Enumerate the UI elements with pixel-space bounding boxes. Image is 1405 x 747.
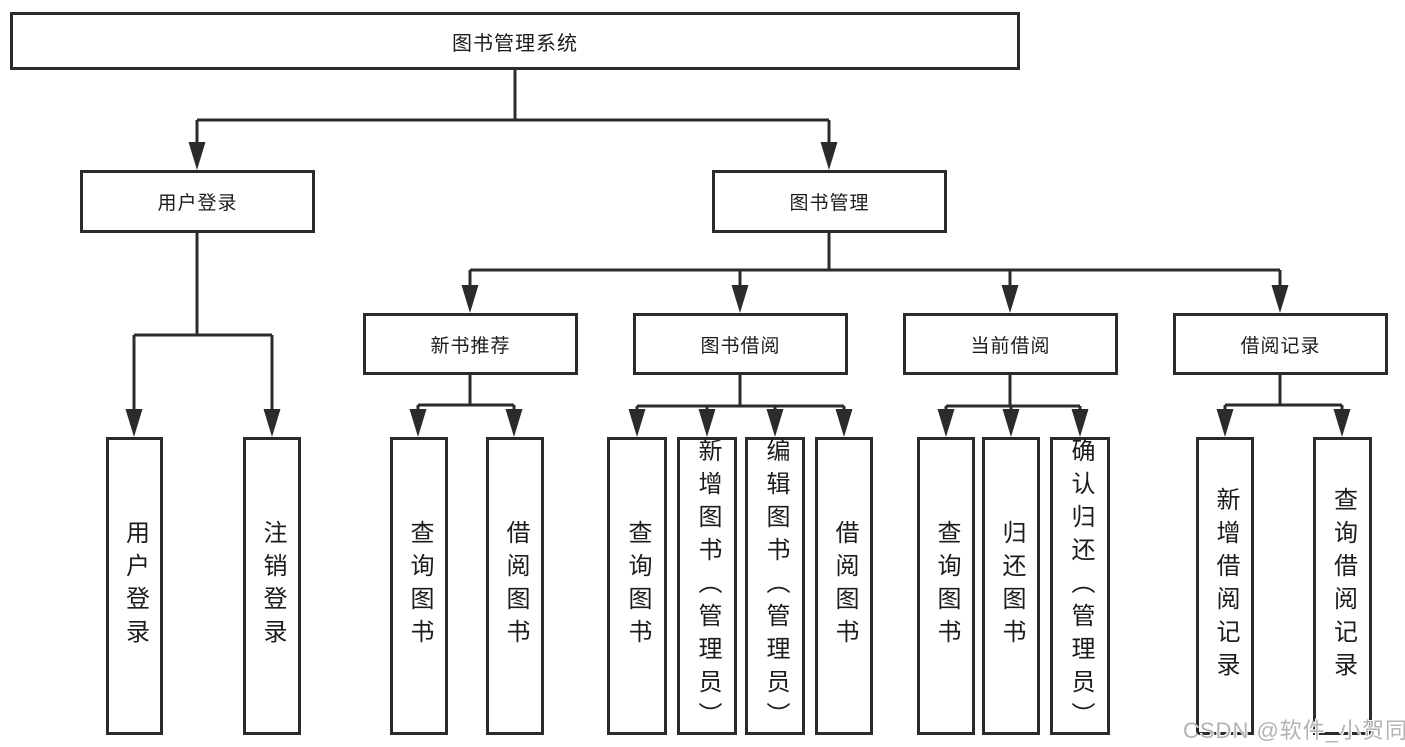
- node-label: 编辑图书（管理员）: [762, 437, 789, 735]
- node-label: 新增借阅记录: [1212, 487, 1239, 685]
- node-label: 查询图书: [406, 520, 433, 652]
- node-label: 归还图书: [998, 520, 1025, 652]
- node-label: 图书借阅: [700, 335, 781, 357]
- arrow-icon: [937, 409, 955, 437]
- connector-records-leaves: [1223, 375, 1344, 411]
- node-label: 用户登录: [121, 520, 149, 652]
- leaf-logout: 注销登录: [243, 437, 301, 735]
- connector-userlogin-leaves: [132, 233, 274, 411]
- leaf-return-books: 归还图书: [982, 437, 1040, 735]
- connector-newbook-leaves: [416, 375, 516, 411]
- arrowheads: [125, 142, 1351, 437]
- arrow-icon: [125, 409, 143, 437]
- leaf-borrow-books-recommend: 借阅图书: [486, 437, 544, 735]
- node-label: 用户登录: [157, 193, 238, 214]
- leaf-user-login: 用户登录: [106, 437, 163, 735]
- leaf-add-borrow-record: 新增借阅记录: [1196, 437, 1254, 735]
- leaf-confirm-return-admin: 确认归还（管理员）: [1050, 437, 1110, 735]
- connector-bookmgmt-level3: [468, 233, 1282, 287]
- arrow-icon: [1271, 285, 1289, 313]
- node-new-book-recommendation: 新书推荐: [363, 313, 578, 375]
- node-label: 图书管理: [789, 193, 870, 214]
- node-library-management-system: 图书管理系统: [10, 12, 1020, 70]
- leaf-edit-books-admin: 编辑图书（管理员）: [745, 437, 805, 735]
- arrow-icon: [698, 409, 716, 437]
- arrow-icon: [835, 409, 853, 437]
- leaf-query-books-borrowing: 查询图书: [607, 437, 667, 735]
- connector-root-level2: [195, 70, 831, 144]
- arrow-icon: [1071, 409, 1089, 437]
- arrow-icon: [766, 409, 784, 437]
- node-label: 借阅图书: [831, 520, 858, 652]
- node-label: 查询图书: [624, 520, 651, 652]
- leaf-query-borrow-record: 查询借阅记录: [1313, 437, 1372, 735]
- csdn-watermark: CSDN @软件_小贺同学: [1183, 718, 1405, 743]
- node-label: 注销登录: [259, 520, 286, 652]
- arrow-icon: [1002, 409, 1020, 437]
- node-current-borrowing: 当前借阅: [903, 313, 1118, 375]
- arrow-icon: [409, 409, 427, 437]
- arrow-icon: [461, 285, 479, 313]
- node-user-login: 用户登录: [80, 170, 315, 233]
- arrow-icon: [188, 142, 206, 170]
- node-label: 当前借阅: [970, 335, 1051, 357]
- arrow-icon: [505, 409, 523, 437]
- connector-current-leaves: [944, 375, 1082, 411]
- connector-borrowing-leaves: [635, 375, 846, 411]
- arrow-icon: [731, 285, 749, 313]
- leaf-query-books-current: 查询图书: [917, 437, 975, 735]
- leaf-add-books-admin: 新增图书（管理员）: [677, 437, 737, 735]
- node-label: 借阅图书: [502, 520, 529, 652]
- arrow-icon: [1333, 409, 1351, 437]
- node-label: 图书管理系统: [452, 32, 578, 55]
- node-book-borrowing: 图书借阅: [633, 313, 848, 375]
- arrow-icon: [628, 409, 646, 437]
- node-label: 查询借阅记录: [1329, 487, 1357, 685]
- node-book-management: 图书管理: [712, 170, 947, 233]
- arrow-icon: [1001, 285, 1019, 313]
- arrow-icon: [1216, 409, 1234, 437]
- node-label: 新书推荐: [430, 335, 511, 357]
- arrow-icon: [820, 142, 838, 170]
- arrow-icon: [263, 409, 281, 437]
- leaf-borrow-books: 借阅图书: [815, 437, 873, 735]
- leaf-query-books-recommend: 查询图书: [390, 437, 448, 735]
- node-label: 确认归还（管理员）: [1067, 437, 1094, 735]
- node-label: 借阅记录: [1240, 335, 1321, 357]
- node-label: 新增图书（管理员）: [694, 437, 721, 735]
- node-borrowing-records: 借阅记录: [1173, 313, 1388, 375]
- node-label: 查询图书: [933, 520, 960, 652]
